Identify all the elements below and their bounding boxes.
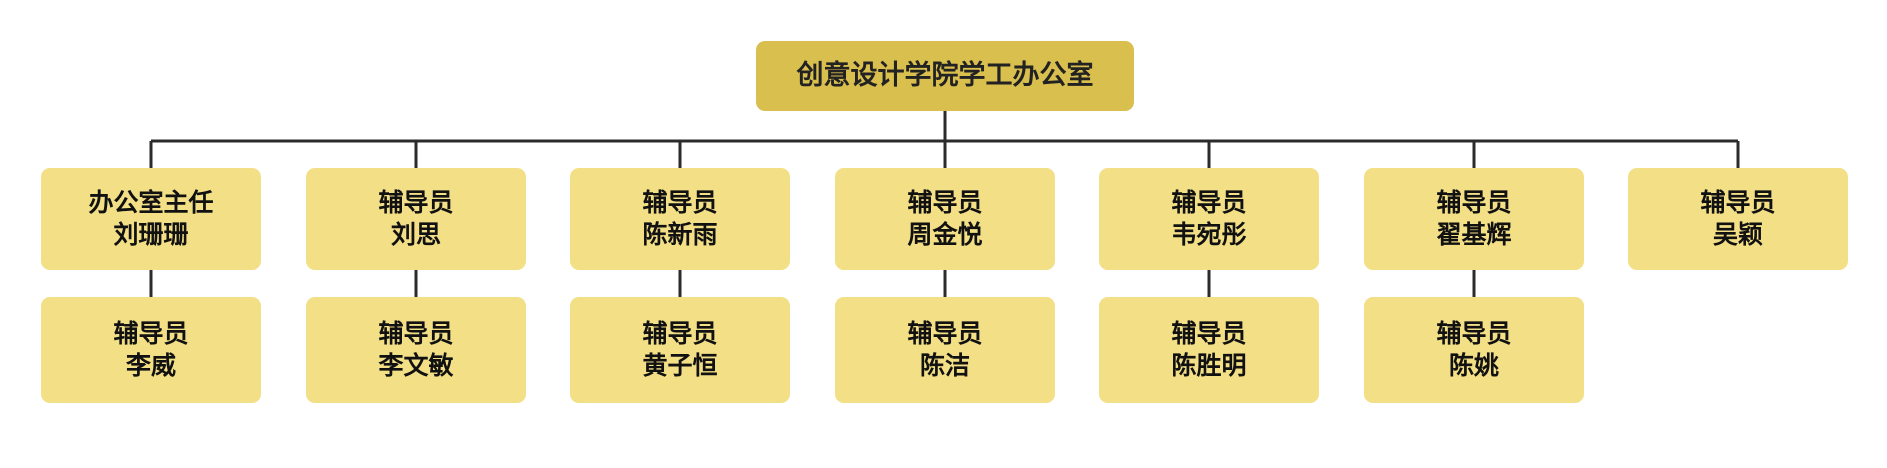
node-role: 辅导员: [1171, 319, 1247, 348]
node-counselor-sub: 辅导员 陈洁: [835, 297, 1055, 403]
node-counselor-sub: 辅导员 陈胜明: [1099, 297, 1319, 403]
node-person-name: 李文敏: [378, 351, 454, 380]
node-counselor: 辅导员 吴颖: [1628, 168, 1848, 270]
node-counselor-sub: 辅导员 李威: [41, 297, 261, 403]
node-role: 辅导员: [113, 319, 189, 348]
node-person-name: 陈姚: [1448, 351, 1499, 380]
node-role: 辅导员: [642, 319, 718, 348]
node-person-name: 陈洁: [919, 351, 970, 380]
node-role: 辅导员: [907, 188, 983, 217]
node-counselor: 辅导员 陈新雨: [570, 168, 790, 270]
node-person-name: 刘思: [390, 220, 441, 249]
node-person-name: 吴颖: [1712, 220, 1763, 249]
node-role: 办公室主任: [88, 188, 214, 217]
node-counselor-sub: 辅导员 陈姚: [1364, 297, 1584, 403]
node-role: 辅导员: [907, 319, 983, 348]
node-person-name: 韦宛彤: [1171, 220, 1247, 249]
node-person-name: 黄子恒: [642, 351, 718, 380]
node-person-name: 翟基辉: [1436, 220, 1512, 249]
node-person-name: 周金悦: [907, 220, 983, 249]
node-role: 辅导员: [1700, 188, 1776, 217]
node-counselor: 辅导员 翟基辉: [1364, 168, 1584, 270]
root-node: 创意设计学院学工办公室: [756, 41, 1134, 111]
node-counselor: 辅导员 韦宛彤: [1099, 168, 1319, 270]
root-title: 创意设计学院学工办公室: [796, 59, 1094, 91]
node-office-director: 办公室主任 刘珊珊: [41, 168, 261, 270]
node-person-name: 陈胜明: [1171, 351, 1247, 380]
node-role: 辅导员: [642, 188, 718, 217]
node-counselor-sub: 辅导员 黄子恒: [570, 297, 790, 403]
node-person-name: 刘珊珊: [113, 220, 189, 249]
node-role: 辅导员: [378, 319, 454, 348]
node-role: 辅导员: [1171, 188, 1247, 217]
node-role: 辅导员: [1436, 319, 1512, 348]
node-counselor: 辅导员 周金悦: [835, 168, 1055, 270]
node-counselor-sub: 辅导员 李文敏: [306, 297, 526, 403]
node-role: 辅导员: [378, 188, 454, 217]
node-role: 辅导员: [1436, 188, 1512, 217]
node-person-name: 陈新雨: [642, 220, 718, 249]
node-person-name: 李威: [125, 351, 176, 380]
node-counselor: 辅导员 刘思: [306, 168, 526, 270]
